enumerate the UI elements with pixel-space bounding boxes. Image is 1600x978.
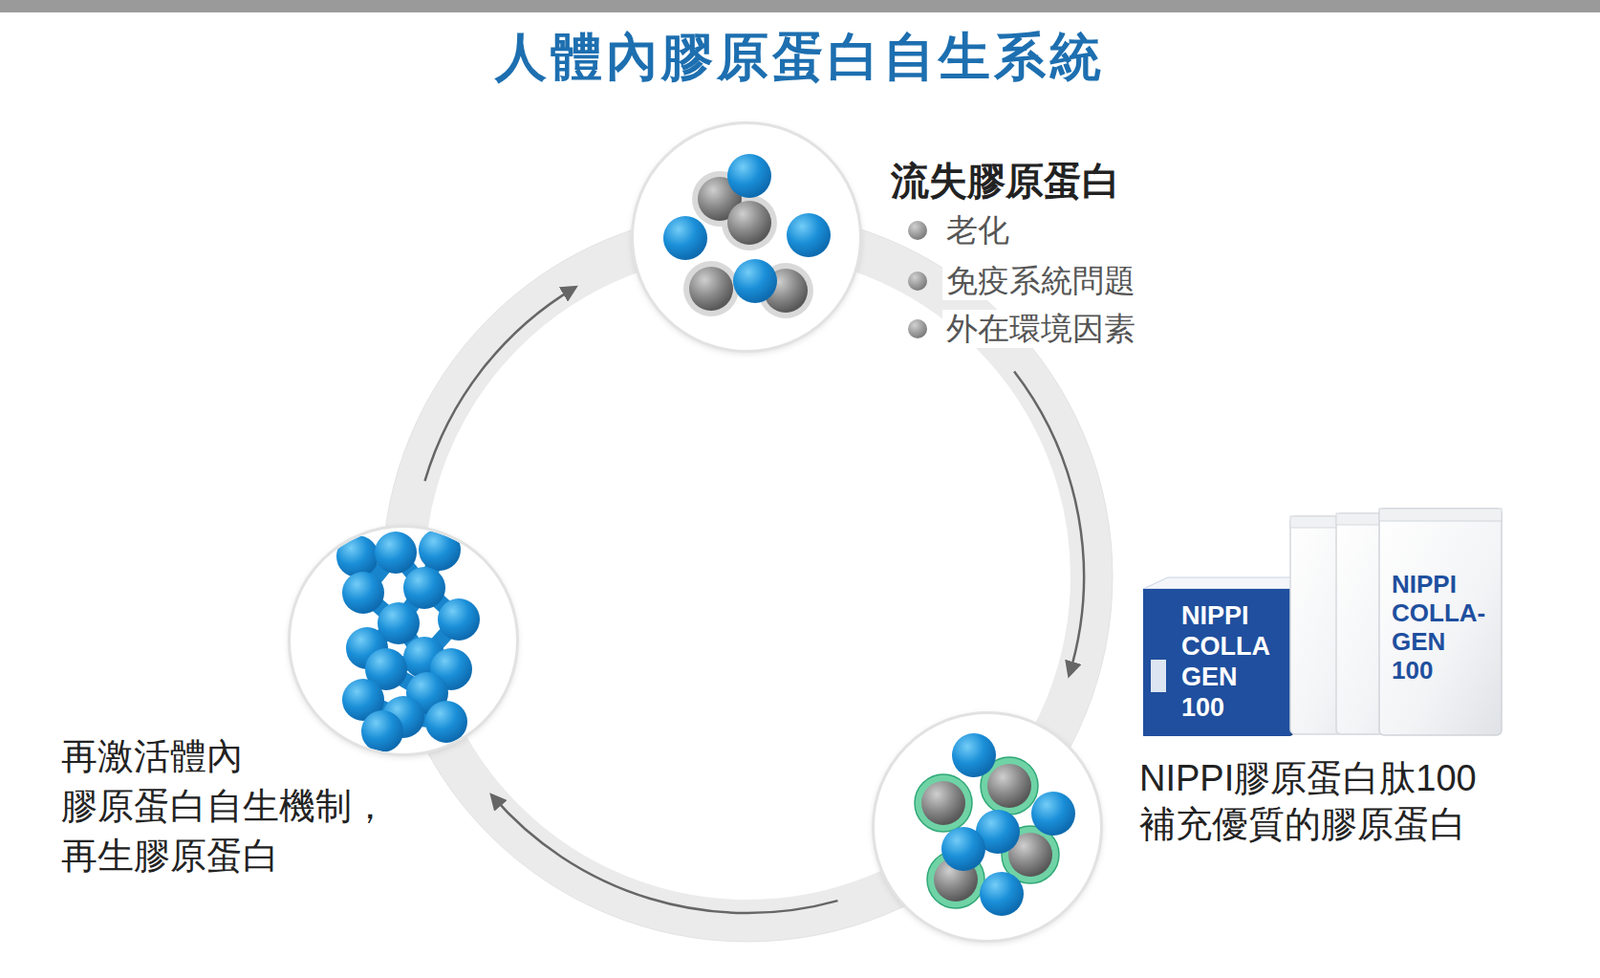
drawing-part: [1143, 577, 1314, 589]
node-text: 免疫系統問題: [942, 261, 1140, 301]
node-circle: [630, 121, 863, 353]
drawing-part: [1150, 659, 1167, 692]
drawing-part: [374, 531, 417, 574]
lost-collagen-balls: [663, 153, 831, 319]
cycle-arrow: [425, 287, 576, 482]
node-circle-outline: [873, 713, 1103, 942]
drawing-part: [336, 535, 379, 578]
drawing-part: [425, 700, 468, 743]
drawing-part: [437, 598, 480, 641]
diagram-title: 人體內膠原蛋白自生系統: [0, 26, 1600, 87]
collagen-chain: [336, 528, 480, 753]
node-text: 老化: [942, 211, 1014, 250]
drawing-part: [727, 200, 772, 245]
drawing-part: [951, 733, 996, 778]
node-circle-outline: [289, 526, 519, 756]
node-text: 外在環境因素: [942, 309, 1140, 348]
product-package: [1143, 508, 1502, 736]
node-circle: [287, 524, 519, 757]
supplement-balls: [914, 733, 1076, 916]
node-discs: [288, 122, 1103, 942]
drawing-part: [914, 774, 973, 832]
cycle-node: 再激活體內 膠原蛋白自生機制， 再生膠原蛋白: [287, 524, 519, 757]
drawing-part: [786, 213, 831, 258]
node-circle-outline: [632, 123, 862, 352]
package-label: NIPPI COLLA- GEN 100: [1391, 569, 1486, 685]
drawing-part: [403, 566, 446, 609]
drawing-part: [683, 260, 739, 317]
cycle-arrow: [1014, 371, 1084, 676]
bullet-dot: [908, 271, 928, 291]
drawing-part: [361, 710, 404, 753]
node-heading: 再激活體內 膠原蛋白自生機制， 再生膠原蛋白: [61, 731, 425, 881]
cycle-node: 流失膠原蛋白老化免疫系統問題外在環境因素: [630, 121, 863, 353]
bullet-dot: [908, 220, 928, 240]
node-heading: NIPPI膠原蛋白肽100 補充優質的膠原蛋白: [1139, 755, 1551, 847]
drawing-part: [1379, 508, 1502, 736]
drawing-part: [979, 871, 1024, 916]
drawing-part: [1143, 588, 1291, 736]
drawing-part: [921, 780, 966, 825]
drawing-part: [1031, 791, 1076, 836]
drawing-part: [663, 216, 708, 260]
drawing-part: [872, 712, 1103, 942]
drawing-part: [631, 122, 862, 352]
drawing-part: [418, 528, 461, 571]
drawing-part: [733, 259, 778, 303]
drawing-part: [941, 826, 986, 871]
drawing-part: [727, 153, 772, 198]
drawing-part: [342, 571, 385, 614]
bullet-dot: [908, 319, 928, 339]
drawing-part: [1379, 508, 1502, 521]
drawing-part: [689, 266, 734, 311]
top-bar: [0, 0, 1600, 13]
cycle-node: NIPPI膠原蛋白肽100 補充優質的膠原蛋白: [871, 711, 1103, 943]
cycle-arrow: [492, 795, 839, 913]
package-label: NIPPI COLLA GEN 100: [1181, 600, 1270, 723]
node-heading: 流失膠原蛋白: [890, 159, 1121, 202]
drawing-part: [288, 525, 519, 756]
node-circle: [871, 711, 1103, 943]
drawing-part: [987, 763, 1032, 808]
